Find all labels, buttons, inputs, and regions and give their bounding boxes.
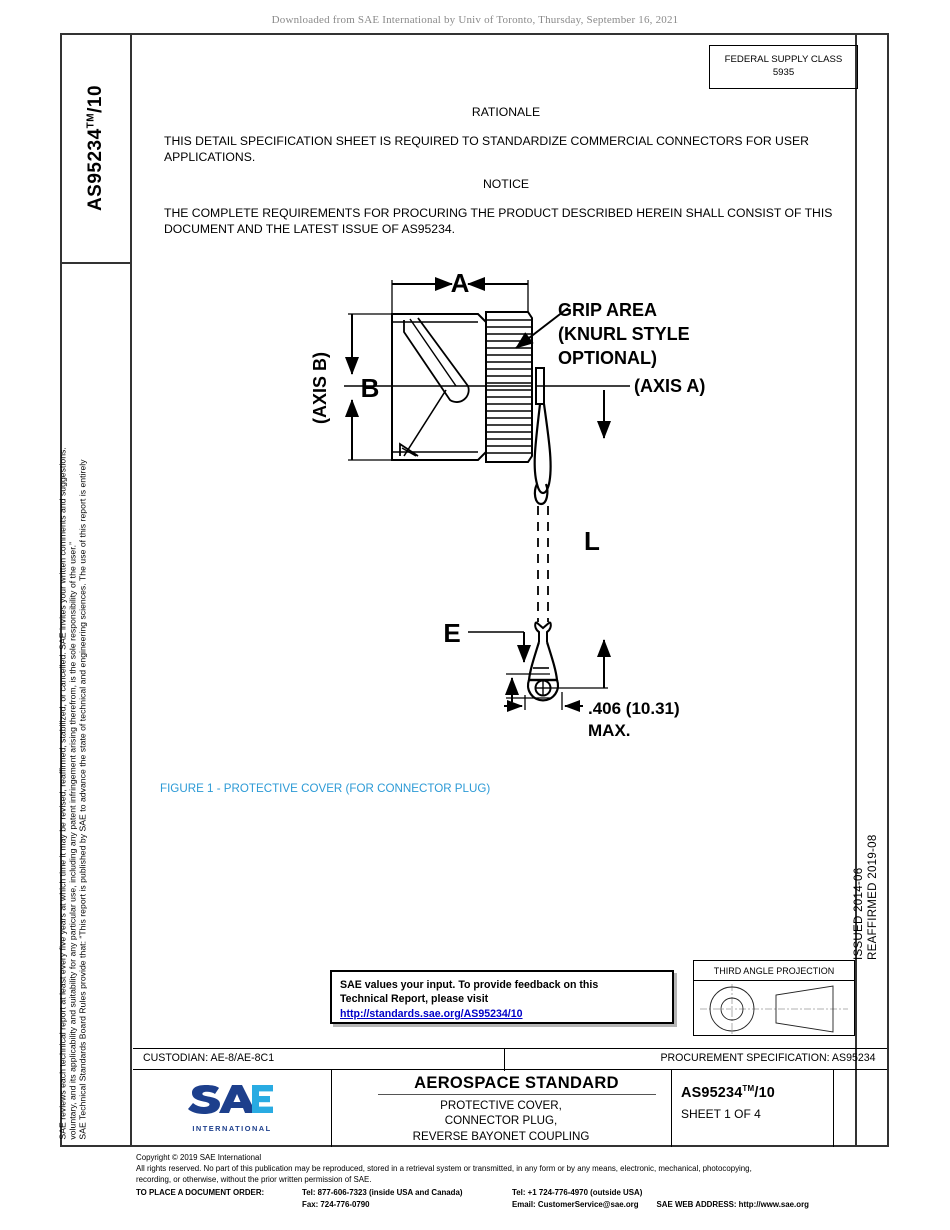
axis-b-label: (AXIS B) bbox=[310, 352, 330, 424]
rationale-text: THIS DETAIL SPECIFICATION SHEET IS REQUI… bbox=[164, 134, 809, 164]
revision-dates-sidebar: REAFFIRMED 2019-08 ISSUED 2014-06 bbox=[853, 700, 889, 960]
standard-subtitle: PROTECTIVE COVER, CONNECTOR PLUG, REVERS… bbox=[331, 1095, 671, 1144]
dimension-l-label: L bbox=[584, 526, 600, 556]
federal-supply-class-box: FEDERAL SUPPLY CLASS 5935 bbox=[709, 45, 858, 89]
fax-number: Fax: 724-776-0790 bbox=[302, 1199, 370, 1209]
document-id-text: AS95234 bbox=[85, 127, 106, 211]
sae-logo-icon bbox=[188, 1085, 273, 1114]
projection-symbol-svg bbox=[700, 984, 848, 1034]
title-block-divider-1 bbox=[504, 1049, 505, 1071]
web-address: SAE WEB ADDRESS: http://www.sae.org bbox=[656, 1199, 809, 1209]
document-number-text: AS95234 bbox=[681, 1084, 743, 1101]
feedback-box: SAE values your input. To provide feedba… bbox=[330, 970, 674, 1024]
notice-heading: NOTICE bbox=[482, 177, 530, 191]
third-angle-projection-box: THIRD ANGLE PROJECTION bbox=[693, 960, 855, 1036]
rights-line-1: All rights reserved. No part of this pub… bbox=[136, 1164, 752, 1174]
title-block-divider-3 bbox=[671, 1070, 672, 1147]
figure-1-caption: FIGURE 1 - PROTECTIVE COVER (FOR CONNECT… bbox=[160, 782, 491, 795]
axis-a-label: (AXIS A) bbox=[634, 376, 705, 396]
copyright-line: Copyright © 2019 SAE International bbox=[136, 1153, 262, 1162]
max-dimension-value: .406 (10.31) bbox=[588, 699, 680, 718]
standard-title: AEROSPACE STANDARD bbox=[377, 1070, 656, 1095]
reaffirmed-date: REAFFIRMED 2019-08 bbox=[867, 834, 879, 960]
rights-line-2: recording, or otherwise, without the pri… bbox=[136, 1175, 372, 1185]
order-row-2: Fax: 724-776-0790 Email: CustomerService… bbox=[136, 1199, 896, 1210]
order-row-1: TO PLACE A DOCUMENT ORDER: Tel: 877-606-… bbox=[136, 1187, 896, 1198]
feedback-line-2: Technical Report, please visit bbox=[340, 993, 489, 1006]
left-column-divider bbox=[130, 33, 132, 1147]
grip-area-label-line1: GRIP AREA bbox=[558, 300, 657, 320]
grip-area-label-line3: OPTIONAL) bbox=[558, 348, 657, 368]
sae-logo-cell: INTERNATIONAL bbox=[133, 1070, 331, 1147]
legal-line-2: voluntary, and its applicability and sui… bbox=[67, 542, 78, 1140]
document-number: AS95234TM/10 bbox=[681, 1084, 831, 1101]
procurement-spec-label: PROCUREMENT SPECIFICATION: AS95234 bbox=[660, 1052, 876, 1064]
title-block-row-top: CUSTODIAN: AE-8/AE-8C1 PROCUREMENT SPECI… bbox=[133, 1048, 887, 1071]
document-id-label: AS95234TM/10 bbox=[85, 84, 107, 210]
figure-1-drawing: A B (AXIS B) (AXIS A) GRIP AREA (KNURL S… bbox=[300, 268, 760, 770]
dimension-e-label: E bbox=[443, 618, 460, 648]
document-id-box: AS95234TM/10 bbox=[60, 33, 132, 264]
custodian-label: CUSTODIAN: AE-8/AE-8C1 bbox=[143, 1052, 275, 1064]
order-label: TO PLACE A DOCUMENT ORDER: bbox=[136, 1187, 265, 1197]
third-angle-projection-title: THIRD ANGLE PROJECTION bbox=[694, 961, 854, 981]
legal-line-3: SAE reviews each technical report at lea… bbox=[57, 447, 68, 1140]
federal-supply-class-value: 5935 bbox=[772, 67, 795, 78]
third-angle-projection-symbol bbox=[694, 981, 854, 1036]
grip-area-label-line2: (KNURL STYLE bbox=[558, 324, 690, 344]
document-number-tm: TM bbox=[742, 1084, 755, 1093]
rationale-heading: RATIONALE bbox=[471, 105, 541, 119]
feedback-link[interactable]: http://standards.sae.org/AS95234/10 bbox=[340, 1007, 523, 1020]
document-id-suffix: /10 bbox=[85, 84, 106, 113]
sae-logo: INTERNATIONAL bbox=[187, 1084, 277, 1133]
legal-notice-sidebar: SAE Technical Standards Board Rules prov… bbox=[57, 266, 130, 1146]
subtitle-line-3: REVERSE BAYONET COUPLING bbox=[412, 1129, 590, 1143]
dimension-a-label: A bbox=[451, 270, 470, 298]
dimension-b-label: B bbox=[361, 373, 380, 403]
subtitle-line-1: PROTECTIVE COVER, bbox=[440, 1099, 562, 1112]
right-column-divider bbox=[855, 33, 857, 1147]
tel-inside: Tel: 877-606-7323 (inside USA and Canada… bbox=[302, 1187, 463, 1197]
max-dimension-label: MAX. bbox=[588, 721, 631, 740]
title-block-divider-2 bbox=[331, 1070, 332, 1147]
feedback-line-1: SAE values your input. To provide feedba… bbox=[340, 979, 599, 991]
page-footer: Copyright © 2019 SAE International All r… bbox=[136, 1152, 896, 1210]
standard-title-cell: AEROSPACE STANDARD PROTECTIVE COVER, CON… bbox=[331, 1070, 671, 1147]
sae-logo-subtitle: INTERNATIONAL bbox=[192, 1124, 272, 1133]
subtitle-line-2: CONNECTOR PLUG, bbox=[444, 1114, 558, 1128]
notice-text: THE COMPLETE REQUIREMENTS FOR PROCURING … bbox=[164, 206, 833, 236]
sheet-number: SHEET 1 OF 4 bbox=[681, 1106, 761, 1121]
document-number-cell: AS95234TM/10 SHEET 1 OF 4 bbox=[681, 1084, 831, 1121]
trademark-mark: TM bbox=[85, 112, 97, 128]
order-spacer bbox=[136, 1199, 302, 1210]
download-watermark: Downloaded from SAE International by Uni… bbox=[271, 14, 679, 26]
document-number-suffix: /10 bbox=[754, 1084, 775, 1101]
email-address: Email: CustomerService@sae.org bbox=[512, 1199, 639, 1209]
connector-cover-svg: A B (AXIS B) (AXIS A) GRIP AREA (KNURL S… bbox=[310, 268, 705, 740]
legal-line-1: SAE Technical Standards Board Rules prov… bbox=[77, 459, 88, 1140]
issued-date: ISSUED 2014-06 bbox=[853, 867, 865, 960]
page-border bbox=[60, 33, 889, 1147]
title-block-divider-4 bbox=[833, 1070, 834, 1147]
title-block-row-main: INTERNATIONAL AEROSPACE STANDARD PROTECT… bbox=[133, 1070, 887, 1147]
federal-supply-class-title: FEDERAL SUPPLY CLASS bbox=[724, 54, 843, 66]
tel-outside: Tel: +1 724-776-4970 (outside USA) bbox=[512, 1187, 643, 1197]
